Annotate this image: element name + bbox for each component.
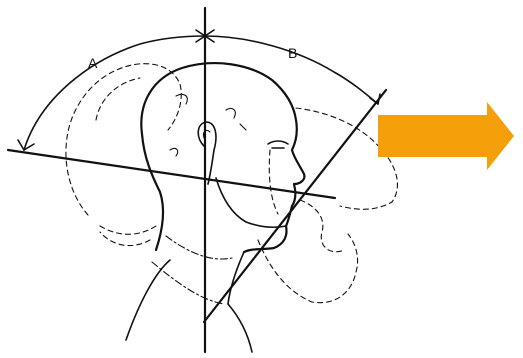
back-of-neck bbox=[142, 134, 163, 250]
head-tilted-back-inner bbox=[96, 78, 150, 246]
angle-a-label: A bbox=[88, 55, 98, 71]
eye bbox=[268, 141, 288, 148]
angle-b-indicator: B bbox=[205, 30, 380, 104]
head-tilted-forward-outline bbox=[258, 108, 397, 303]
angle-a-arc bbox=[24, 36, 205, 150]
front-of-neck bbox=[228, 252, 244, 304]
angle-b-arrowhead-right bbox=[370, 94, 380, 104]
head-tilted-forward-face bbox=[269, 150, 344, 252]
right-arrow-icon bbox=[378, 102, 514, 170]
head-tilted-forward-neck bbox=[152, 236, 232, 304]
angle-b-label: B bbox=[288, 45, 297, 61]
angle-a-indicator: A bbox=[18, 30, 205, 150]
horizontal-reference-line bbox=[8, 150, 335, 198]
ear bbox=[198, 122, 216, 184]
shoulder-line bbox=[126, 260, 252, 352]
hair-texture bbox=[170, 94, 246, 156]
